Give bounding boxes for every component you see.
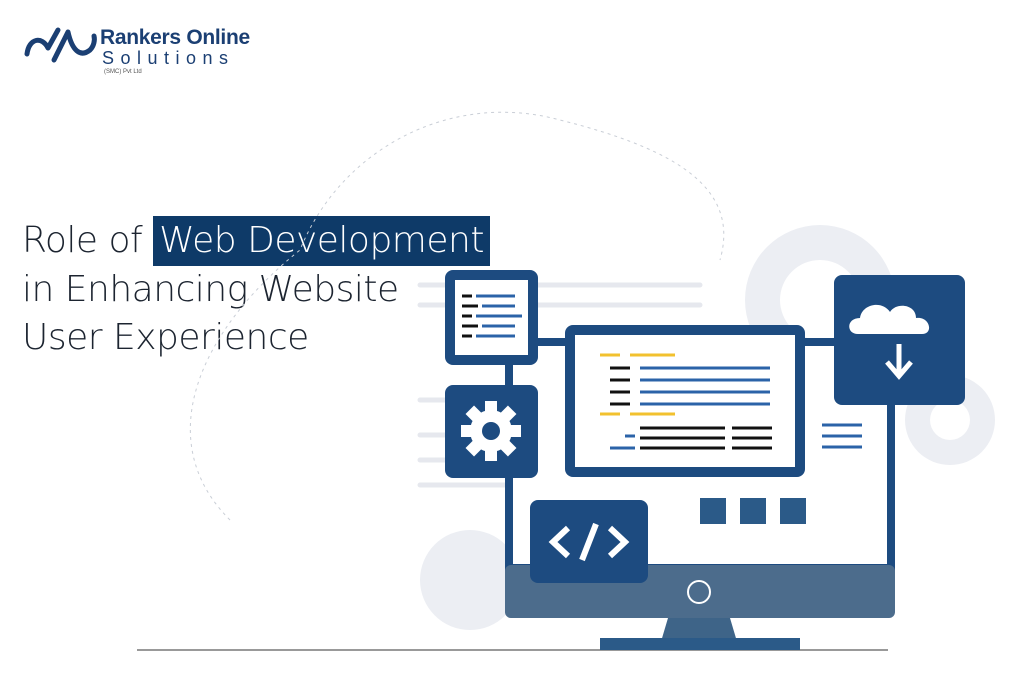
headline-prefix: Role of — [22, 220, 143, 261]
cloud-icon — [849, 304, 930, 334]
logo-mark-icon — [24, 27, 97, 63]
headline: Role of Web Development in Enhancing Web… — [22, 216, 490, 362]
logo-subname: Solutions — [102, 48, 235, 68]
logo-suffix: (SMC) Pvt Ltd — [104, 69, 142, 75]
company-logo: Rankers Online Solutions (SMC) Pvt Ltd — [24, 24, 254, 84]
arrow-down-icon — [885, 344, 913, 380]
document-card — [445, 270, 538, 365]
headline-highlight: Web Development — [153, 216, 490, 266]
gear-card — [445, 385, 538, 478]
headline-line2: in Enhancing Website — [22, 269, 399, 310]
code-icon — [548, 522, 630, 562]
cloud-download-card — [834, 275, 965, 405]
code-screen — [565, 325, 862, 524]
logo-name: Rankers Online — [100, 26, 250, 49]
headline-line3: User Experience — [22, 317, 309, 358]
code-tag-card — [530, 500, 648, 583]
gear-icon — [461, 401, 521, 461]
